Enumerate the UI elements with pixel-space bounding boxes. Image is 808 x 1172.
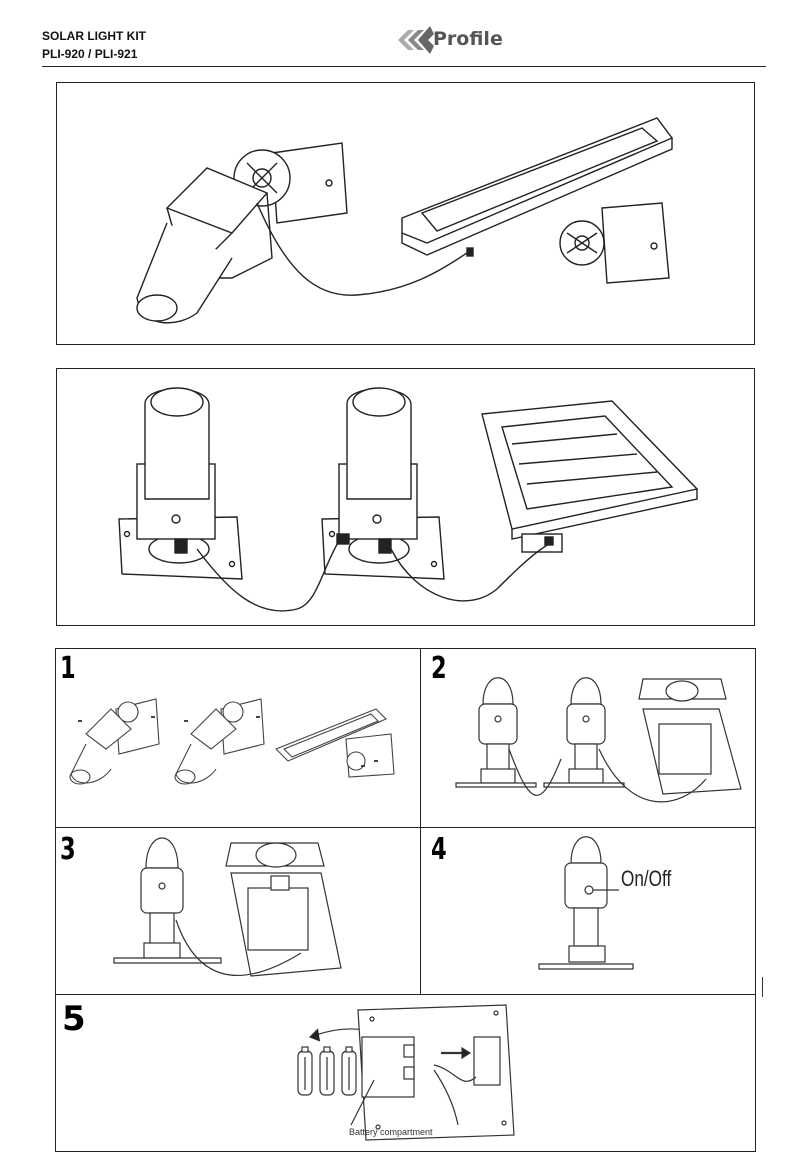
overview-two-light-figure — [56, 368, 755, 626]
margin-mark — [762, 977, 763, 997]
title-line-1: SOLAR LIGHT KIT — [42, 29, 146, 43]
step-2-number: 2 — [431, 651, 447, 686]
title-line-2: PLI-920 / PLI-921 — [42, 47, 138, 61]
step-2-panel: 2 — [420, 648, 756, 828]
step-3-number: 3 — [60, 832, 76, 867]
step-4-panel: 4 On/Off — [420, 827, 756, 995]
overview-single-light-figure — [56, 82, 755, 345]
step-5-number: 5 — [62, 999, 86, 1039]
document-title: SOLAR LIGHT KIT PLI-920 / PLI-921 — [42, 27, 146, 63]
header-divider — [42, 66, 766, 67]
step-5-panel: 5 Battery compartment — [55, 994, 756, 1152]
on-off-label: On/Off — [621, 866, 672, 891]
step-1-panel: 1 — [55, 648, 421, 828]
step-3-panel: 3 — [55, 827, 421, 995]
step-4-number: 4 — [431, 832, 447, 867]
profile-logo-icon — [398, 26, 434, 54]
step-1-number: 1 — [60, 651, 76, 686]
brand-name: Profile — [433, 28, 503, 50]
battery-compartment-label: Battery compartment — [349, 1127, 433, 1137]
